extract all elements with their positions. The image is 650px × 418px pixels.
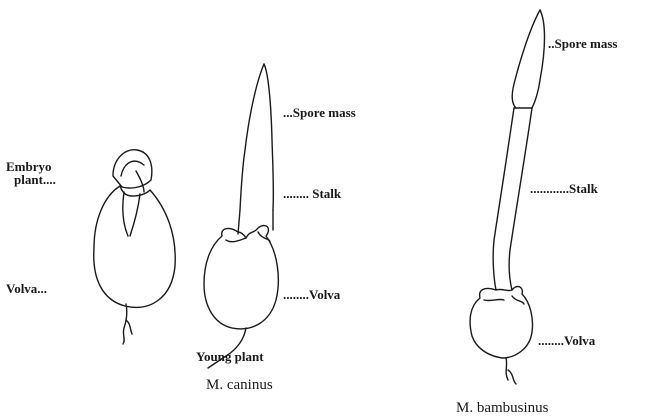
bambusinus-drawing (470, 10, 544, 384)
volva-label-caninus: ........Volva (283, 288, 340, 301)
young-plant-caption: Young plant (196, 350, 264, 363)
embryo-plant-label: Embryo plant.... (6, 160, 56, 186)
stalk-label-caninus: ........ Stalk (283, 187, 341, 200)
volva-label-bambusinus: ........Volva (538, 334, 595, 347)
egg-stage-drawing (94, 150, 175, 344)
spore-mass-label-caninus: ...Spore mass (283, 106, 356, 119)
volva-left-label: Volva... (6, 282, 47, 295)
spore-mass-label-bambusinus: ..Spore mass (548, 37, 617, 50)
species-caption-caninus: M. caninus (206, 378, 273, 393)
stalk-label-bambusinus: ............Stalk (530, 182, 598, 195)
embryo-label-line2: plant.... (14, 173, 56, 186)
young-plant-drawing (204, 64, 278, 368)
species-caption-bambusinus: M. bambusinus (456, 401, 549, 416)
